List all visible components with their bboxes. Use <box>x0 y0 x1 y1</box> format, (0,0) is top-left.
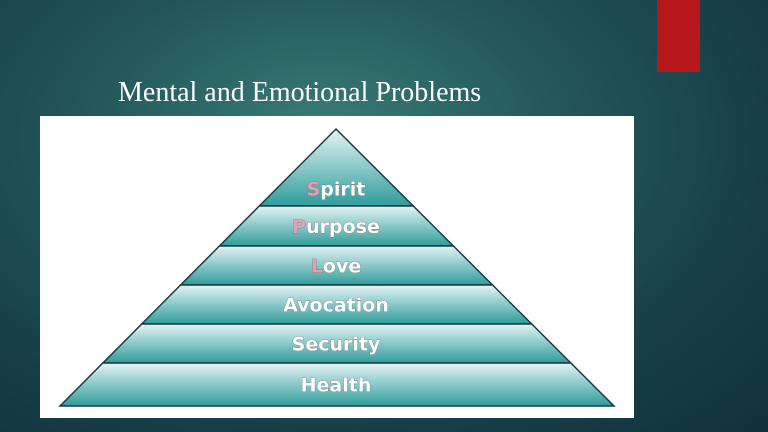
tier-label-purpose: Purpose <box>292 216 380 238</box>
accent-bar <box>657 0 700 72</box>
pyramid-tier-health <box>58 362 616 407</box>
tier-label-love: Love <box>311 255 361 277</box>
slide-title: Mental and Emotional Problems <box>118 77 482 108</box>
tier-label-security: Security <box>292 333 381 355</box>
tier-label-spirit: Spirit <box>307 178 366 200</box>
tier-label-health: Health <box>301 374 372 396</box>
tier-label-avocation: Avocation <box>283 294 389 316</box>
